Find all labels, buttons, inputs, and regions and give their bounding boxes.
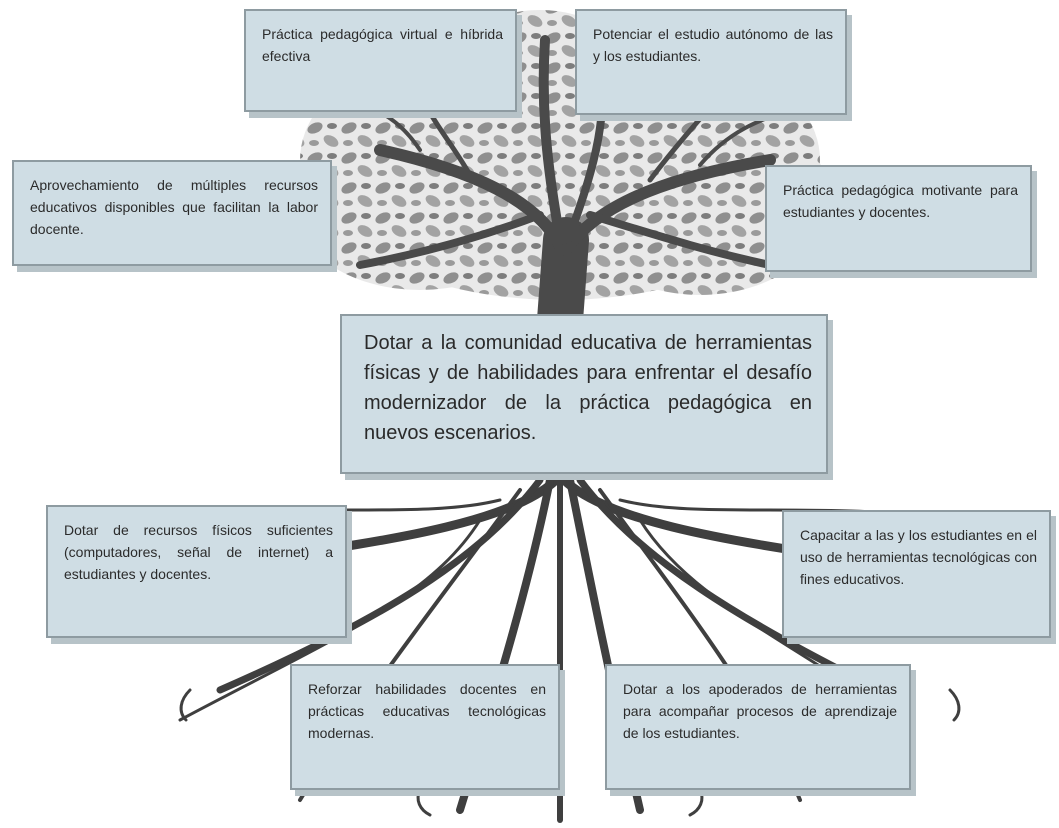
root-text-4: Dotar a los apoderados de herramientas p… [623, 681, 897, 741]
trunk-box: Dotar a la comunidad educativa de herram… [340, 314, 828, 474]
branch-box-3: Aprovechamiento de múltiples recursos ed… [12, 160, 332, 266]
root-text-1: Dotar de recursos físicos suficientes (c… [64, 522, 333, 582]
branch-text-3: Aprovechamiento de múltiples recursos ed… [30, 177, 318, 237]
root-text-2: Capacitar a las y los estudiantes en el … [800, 527, 1037, 587]
branch-text-4: Práctica pedagógica motivante para estud… [783, 182, 1018, 220]
root-text-3: Reforzar habilidades docentes en práctic… [308, 681, 546, 741]
branch-text-1: Práctica pedagógica virtual e híbrida ef… [262, 26, 503, 64]
branch-box-4: Práctica pedagógica motivante para estud… [765, 165, 1032, 272]
root-box-1: Dotar de recursos físicos suficientes (c… [46, 505, 347, 638]
branch-text-2: Potenciar el estudio autónomo de las y l… [593, 26, 833, 64]
branch-box-1: Práctica pedagógica virtual e híbrida ef… [244, 9, 517, 112]
branch-box-2: Potenciar el estudio autónomo de las y l… [575, 9, 847, 115]
root-box-2: Capacitar a las y los estudiantes en el … [782, 510, 1051, 638]
root-box-3: Reforzar habilidades docentes en práctic… [290, 664, 560, 790]
trunk-text: Dotar a la comunidad educativa de herram… [364, 332, 812, 444]
root-box-4: Dotar a los apoderados de herramientas p… [605, 664, 911, 790]
